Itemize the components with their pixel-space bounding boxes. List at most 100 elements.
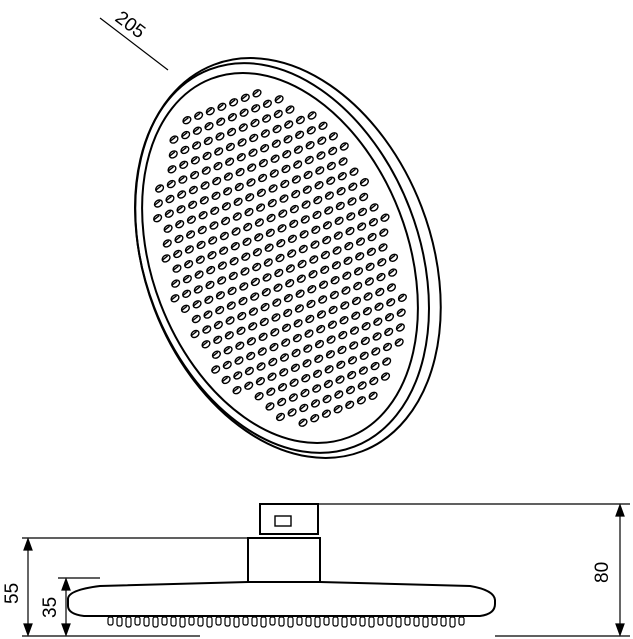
diameter-dimension: 205 — [99, 7, 169, 71]
nozzle — [310, 413, 320, 423]
nozzle — [211, 365, 221, 374]
nozzle-shading — [258, 348, 265, 354]
nozzle-shading — [168, 166, 174, 172]
nozzle — [285, 264, 295, 273]
nozzle-shading — [359, 367, 366, 373]
nozzle — [269, 169, 279, 178]
nozzle-shading — [350, 327, 357, 333]
nozzle-shading — [263, 100, 270, 106]
nozzle — [204, 295, 214, 305]
nozzle-shading — [232, 228, 239, 234]
nozzle — [169, 135, 179, 144]
nozzle-shading — [217, 103, 224, 109]
nozzle-shading — [177, 191, 184, 197]
side-elevation-view — [67, 503, 496, 628]
nozzle — [203, 310, 213, 319]
nozzle-shading — [282, 151, 289, 157]
nozzle-shading — [363, 308, 370, 314]
nozzle — [275, 412, 286, 422]
nozzle-shading — [348, 198, 354, 204]
nozzle-shading — [255, 393, 262, 399]
nozzle — [295, 289, 305, 298]
nozzle-shading — [266, 403, 272, 409]
nozzle-shading — [379, 229, 386, 235]
nozzle — [231, 227, 241, 236]
nozzle-shading — [348, 357, 355, 363]
nozzle — [328, 305, 338, 315]
nozzle-shading — [293, 161, 300, 167]
nozzle — [326, 161, 336, 171]
nozzle — [223, 172, 233, 181]
nozzle-shading — [388, 269, 395, 275]
nozzle-shading — [272, 140, 279, 146]
nozzle — [372, 332, 382, 341]
nozzle-shading — [381, 214, 387, 220]
nozzle — [184, 259, 194, 269]
nozzle — [250, 118, 260, 128]
nozzle — [343, 256, 353, 266]
nozzle — [388, 268, 398, 277]
nozzle-shading — [261, 304, 268, 310]
nozzle — [213, 161, 223, 171]
nozzle-shading — [382, 358, 389, 364]
nozzle-shading — [368, 234, 375, 240]
nozzle — [313, 195, 323, 205]
nozzle — [265, 228, 275, 238]
nozzle-shading — [221, 217, 228, 224]
nozzle-shading — [346, 213, 353, 219]
nozzle-shading — [201, 182, 208, 188]
nozzle-shading — [223, 361, 230, 368]
nozzle-shading — [315, 167, 322, 173]
nozzle — [193, 285, 203, 294]
nozzle — [276, 238, 286, 248]
nozzle-shading — [315, 341, 322, 347]
nozzle — [306, 299, 316, 309]
nozzle-shading — [237, 154, 244, 160]
nozzle-shading — [386, 299, 393, 305]
nozzle — [269, 342, 279, 352]
nozzle-shading — [243, 223, 250, 230]
nozzle — [312, 369, 323, 379]
nozzle — [229, 256, 239, 266]
nozzle — [215, 291, 225, 300]
nozzle-shading — [249, 134, 256, 140]
nozzle-shading — [235, 183, 242, 189]
nozzle-shading — [334, 406, 341, 412]
nozzle-shading — [270, 344, 276, 350]
nozzle — [312, 210, 322, 220]
nozzle — [357, 222, 367, 231]
nozzle-shading — [190, 172, 197, 178]
nozzle — [283, 135, 293, 144]
nozzle — [190, 170, 200, 180]
nozzle-shading — [222, 203, 229, 209]
nozzle — [384, 312, 395, 322]
nozzle-shading — [284, 136, 290, 142]
nozzle-shading — [283, 309, 290, 315]
nozzle — [316, 151, 326, 160]
nozzle — [375, 287, 385, 297]
nozzle — [397, 293, 407, 303]
nozzle-shading — [272, 299, 279, 305]
nozzle-shading — [291, 191, 298, 197]
nozzle-shading — [229, 272, 236, 278]
nozzle-shading — [212, 178, 219, 184]
nozzle — [320, 250, 330, 260]
nozzle — [280, 179, 290, 189]
nozzle-shading — [338, 173, 345, 179]
nozzle-shading — [178, 176, 185, 182]
nozzle — [223, 187, 233, 196]
nozzle — [301, 200, 311, 209]
nozzle-shading — [268, 373, 274, 379]
nozzle-shading — [352, 297, 359, 303]
nozzle — [201, 340, 211, 349]
nozzle — [315, 166, 325, 175]
nozzle-shading — [333, 247, 340, 253]
nozzle — [256, 188, 266, 198]
nozzle — [300, 388, 310, 398]
nozzle — [382, 342, 393, 352]
nozzle-shading — [294, 146, 301, 152]
nozzle — [210, 206, 220, 216]
nozzle-shading — [259, 333, 266, 339]
nozzle — [174, 234, 184, 244]
nozzle — [367, 232, 377, 242]
